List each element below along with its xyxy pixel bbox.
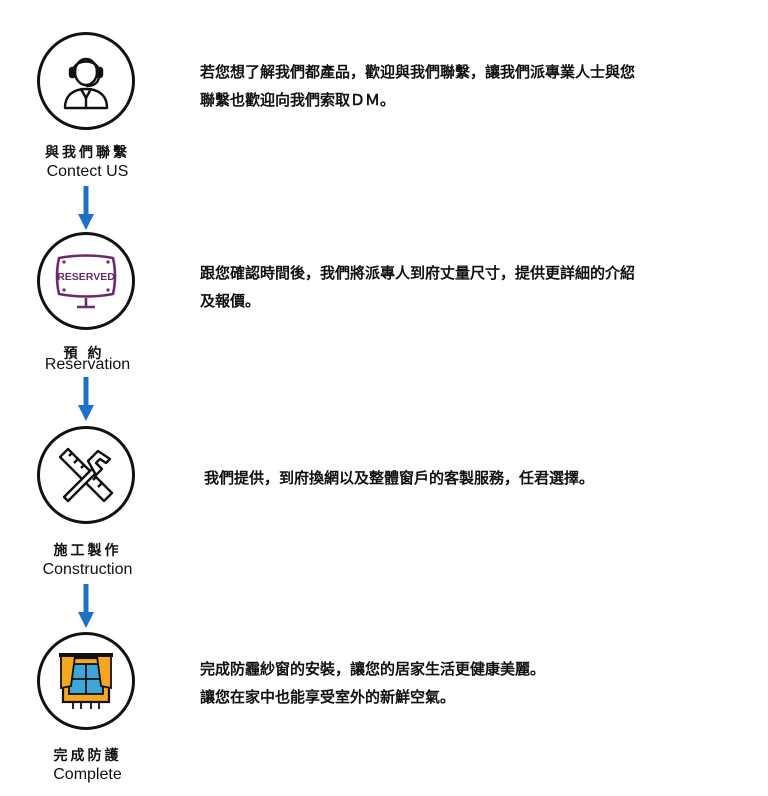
reserved-monitor-icon: RESERVED <box>55 254 117 309</box>
customer-service-headset-icon <box>63 57 109 110</box>
reserved-icon-text: RESERVED <box>57 271 115 283</box>
hammer-ruler-tools-icon <box>58 447 114 503</box>
step-construction-label-zh: 施工製作 <box>53 543 122 559</box>
step-reservation-label-en: Reservation <box>44 356 131 373</box>
step-reservation-description: 跟您確認時間後，我們將派專人到府丈量尺寸，提供更詳細的介紹 及報價。 <box>200 264 636 310</box>
step-contact-icon-circle <box>37 32 135 130</box>
step-contact-label-zh: 與我們聯繫 <box>45 145 130 161</box>
window-curtain-icon <box>59 653 113 709</box>
step-complete-icon-circle <box>37 632 135 730</box>
step-reservation-icon-circle: RESERVED <box>37 232 135 330</box>
step-contact-description: 若您想了解我們都產品，歡迎與我們聯繫，讓我們派專業人士與您 聯繫也歡迎向我們索取… <box>200 63 636 109</box>
arrow-down-icon <box>78 377 94 421</box>
step-contact-label-en: Contect US <box>46 163 129 180</box>
step-complete-label-en: Complete <box>53 766 122 783</box>
step-complete-description: 完成防霾紗窗的安裝，讓您的居家生活更健康美麗。 讓您在家中也能享受室外的新鮮空氣… <box>200 660 546 706</box>
step-reservation-label-zh: 預約 <box>63 346 112 362</box>
arrow-down-icon <box>78 584 94 628</box>
step-construction-label-en: Construction <box>42 561 133 578</box>
step-complete-label-zh: 完成防護 <box>53 748 122 764</box>
step-construction-description: 我們提供，到府換網以及整體窗戶的客製服務，任君選擇。 <box>204 469 595 487</box>
step-construction-icon-circle <box>37 426 135 524</box>
arrow-down-icon <box>78 186 94 230</box>
